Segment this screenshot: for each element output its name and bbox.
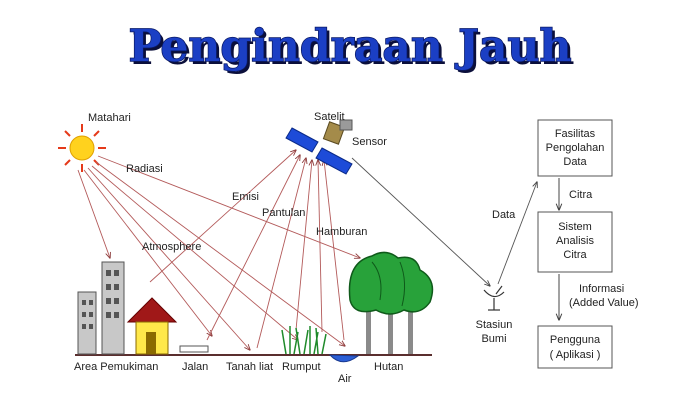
grass-label: Rumput bbox=[282, 361, 321, 373]
ground-station-icon bbox=[483, 285, 505, 311]
radiation-rays bbox=[77, 155, 360, 350]
emission-label: Emisi bbox=[232, 191, 259, 203]
analysis-line-3: Citra bbox=[563, 249, 587, 261]
processing-line-1: Fasilitas bbox=[555, 128, 596, 140]
forest-label: Hutan bbox=[374, 361, 403, 373]
water-icon bbox=[328, 354, 360, 363]
information-label: Informasi bbox=[579, 283, 624, 295]
grass-icon bbox=[281, 326, 327, 355]
radiation-label: Radiasi bbox=[126, 163, 163, 175]
analysis-line-1: Sistem bbox=[558, 221, 592, 233]
house-icon bbox=[126, 297, 178, 355]
user-box bbox=[537, 325, 613, 369]
tree-icon bbox=[348, 251, 434, 354]
water-label: Air bbox=[338, 373, 352, 385]
processing-box bbox=[537, 119, 613, 177]
reflection-label: Pantulan bbox=[262, 207, 305, 219]
clay-soil-label: Tanah liat bbox=[226, 361, 273, 373]
upward-rays bbox=[149, 150, 345, 349]
settlement-label: Area Pemukiman bbox=[74, 361, 158, 373]
station-to-processing-arrow bbox=[497, 182, 537, 285]
title-shadow: Pengindraan Jauh bbox=[132, 24, 575, 75]
page-title: Pengindraan Jauh bbox=[129, 21, 572, 72]
image-label: Citra bbox=[569, 189, 593, 201]
scattering-label: Hamburan bbox=[316, 226, 367, 238]
user-line-1: Pengguna bbox=[550, 334, 601, 346]
processing-line-2: Pengolahan bbox=[546, 142, 605, 154]
sensor-label: Sensor bbox=[352, 136, 387, 148]
data-label: Data bbox=[492, 209, 516, 221]
user-line-2: ( Aplikasi ) bbox=[550, 349, 601, 361]
sensor-to-station-arrow bbox=[351, 157, 490, 286]
sun-label: Matahari bbox=[88, 112, 131, 124]
road-icon bbox=[179, 345, 209, 353]
analysis-box bbox=[537, 211, 613, 273]
road-label: Jalan bbox=[182, 361, 208, 373]
analysis-line-2: Analisis bbox=[556, 235, 594, 247]
processing-line-3: Data bbox=[563, 156, 587, 168]
satellite-icon bbox=[285, 119, 353, 175]
atmosphere-label: Atmosphere bbox=[142, 241, 201, 253]
settlement-buildings bbox=[77, 261, 125, 355]
sun-icon bbox=[58, 124, 106, 172]
station-label-line-2: Bumi bbox=[481, 333, 506, 345]
satellite-label: Satelit bbox=[314, 111, 345, 123]
added-value-label: (Added Value) bbox=[569, 297, 639, 309]
station-label-line-1: Stasiun bbox=[476, 319, 513, 331]
